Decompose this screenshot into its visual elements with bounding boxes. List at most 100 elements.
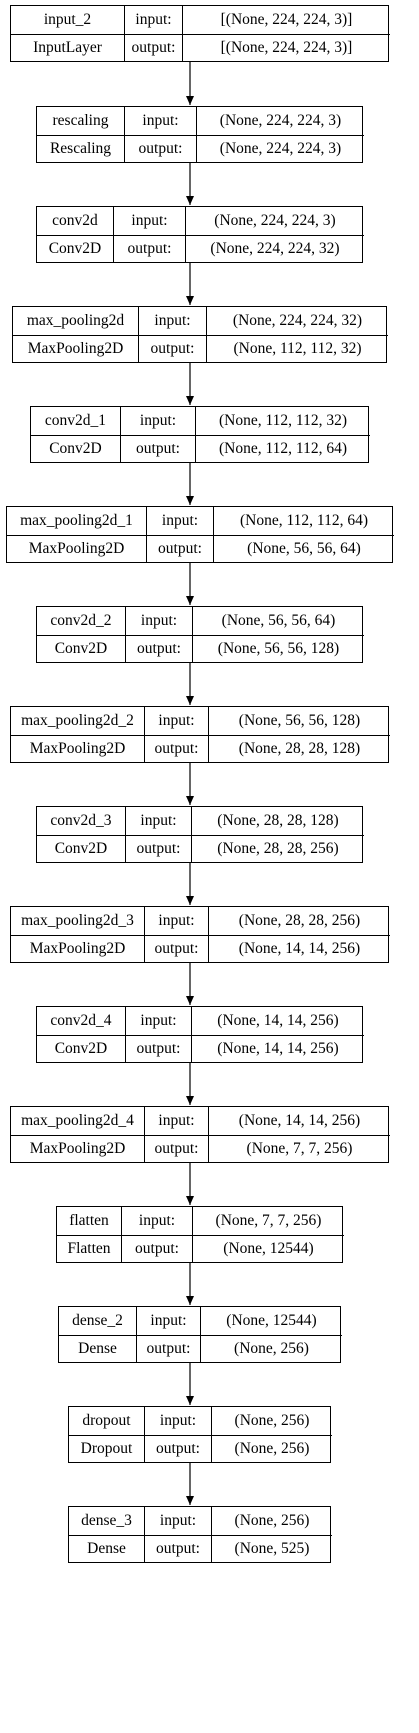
input-label: input: [125, 807, 191, 835]
input-shape: (None, 12544) [200, 1307, 342, 1335]
layer-output-row: Dense output:(None, 256) [59, 1334, 342, 1362]
input-label: input: [125, 1007, 191, 1035]
layer-type: MaxPooling2D [29, 1139, 126, 1157]
output-label: output: [124, 34, 182, 61]
output-shape: (None, 28, 28, 128) [208, 735, 390, 762]
input-shape: (None, 28, 28, 128) [191, 807, 364, 835]
input-shape: (None, 224, 224, 3) [185, 207, 364, 235]
output-shape: (None, 224, 224, 32) [185, 235, 364, 262]
output-shape: (None, 56, 56, 64) [213, 535, 394, 562]
layer-output-row: InputLayer output:[(None, 224, 224, 3)] [11, 33, 390, 61]
input-label: input: [144, 1507, 211, 1535]
layer-output-row: Conv2D output:(None, 14, 14, 256) [37, 1034, 364, 1062]
input-shape: (None, 256) [211, 1407, 332, 1435]
layer-name: max_pooling2d_2 [21, 711, 134, 729]
output-shape: (None, 525) [211, 1535, 332, 1562]
layer-name: max_pooling2d_3 [21, 911, 134, 929]
output-label: output: [125, 1035, 191, 1062]
layer-type: MaxPooling2D [29, 939, 126, 957]
output-label: output: [124, 135, 196, 162]
layer-name: rescaling [52, 111, 109, 129]
input-label: input: [144, 707, 208, 735]
layer-name: conv2d_2 [50, 611, 112, 629]
input-label: input: [113, 207, 185, 235]
layer-type: Rescaling [49, 139, 112, 157]
layer-name: conv2d_1 [44, 411, 107, 429]
layer-type: MaxPooling2D [28, 539, 125, 557]
layer-input-row: max_pooling2d_2 input:(None, 56, 56, 128) [11, 707, 390, 735]
layer-name: input_2 [43, 10, 92, 28]
layer-type: Conv2D [54, 1039, 108, 1057]
output-label: output: [144, 1535, 211, 1562]
layer-name: conv2d_3 [50, 811, 112, 829]
layer-type: MaxPooling2D [29, 739, 126, 757]
layer-name: max_pooling2d [26, 311, 125, 329]
layer-output-row: MaxPooling2D output:(None, 14, 14, 256) [11, 934, 390, 962]
input-shape: (None, 56, 56, 128) [208, 707, 390, 735]
input-label: input: [144, 1107, 208, 1135]
output-label: output: [125, 835, 191, 862]
input-label: input: [125, 607, 192, 635]
input-label: input: [146, 507, 213, 535]
layer-node-dense-3: dense_3 input:(None, 256) Dense output:(Non… [68, 1506, 332, 1563]
output-label: output: [146, 535, 213, 562]
input-shape: (None, 224, 224, 3) [196, 107, 364, 135]
input-shape: (None, 14, 14, 256) [191, 1007, 364, 1035]
output-label: output: [113, 235, 185, 262]
output-shape: (None, 112, 112, 64) [195, 435, 370, 462]
input-shape: (None, 7, 7, 256) [192, 1207, 344, 1235]
output-shape: (None, 14, 14, 256) [191, 1035, 364, 1062]
output-shape: [(None, 224, 224, 3)] [182, 34, 390, 61]
layer-output-row: Dense output:(None, 525) [69, 1534, 332, 1562]
layer-name: conv2d [52, 211, 98, 229]
layer-name: max_pooling2d_1 [20, 511, 133, 529]
output-shape: (None, 28, 28, 256) [191, 835, 364, 862]
layer-input-row: conv2d_2 input:(None, 56, 56, 64) [37, 607, 364, 635]
layer-name: dense_2 [72, 1311, 123, 1329]
output-shape: (None, 224, 224, 3) [196, 135, 364, 162]
output-shape: (None, 256) [211, 1435, 332, 1462]
output-label: output: [144, 935, 208, 962]
input-shape: (None, 56, 56, 64) [192, 607, 364, 635]
output-shape: (None, 12544) [192, 1235, 344, 1262]
output-shape: (None, 112, 112, 32) [206, 335, 388, 362]
layer-name: flatten [69, 1211, 109, 1229]
input-label: input: [138, 307, 206, 335]
output-label: output: [144, 1435, 211, 1462]
layer-input-row: conv2d input:(None, 224, 224, 3) [37, 207, 364, 235]
output-label: output: [144, 735, 208, 762]
layer-type: InputLayer [33, 38, 102, 56]
layer-type: Dense [87, 1539, 126, 1557]
input-shape: [(None, 224, 224, 3)] [182, 6, 390, 34]
layer-type: Conv2D [49, 439, 102, 457]
layer-node-max-pooling2d-1: max_pooling2d_1 input:(None, 112, 112, 64… [6, 506, 394, 563]
output-label: output: [125, 635, 192, 662]
layer-type: Dense [78, 1339, 117, 1357]
output-shape: (None, 256) [200, 1335, 342, 1362]
output-shape: (None, 14, 14, 256) [208, 935, 390, 962]
input-shape: (None, 256) [211, 1507, 332, 1535]
input-label: input: [144, 1407, 211, 1435]
input-label: input: [120, 407, 195, 435]
output-label: output: [136, 1335, 200, 1362]
input-shape: (None, 112, 112, 64) [213, 507, 394, 535]
layer-output-row: Rescaling output:(None, 224, 224, 3) [37, 134, 364, 162]
layer-name: dense_3 [81, 1511, 132, 1529]
